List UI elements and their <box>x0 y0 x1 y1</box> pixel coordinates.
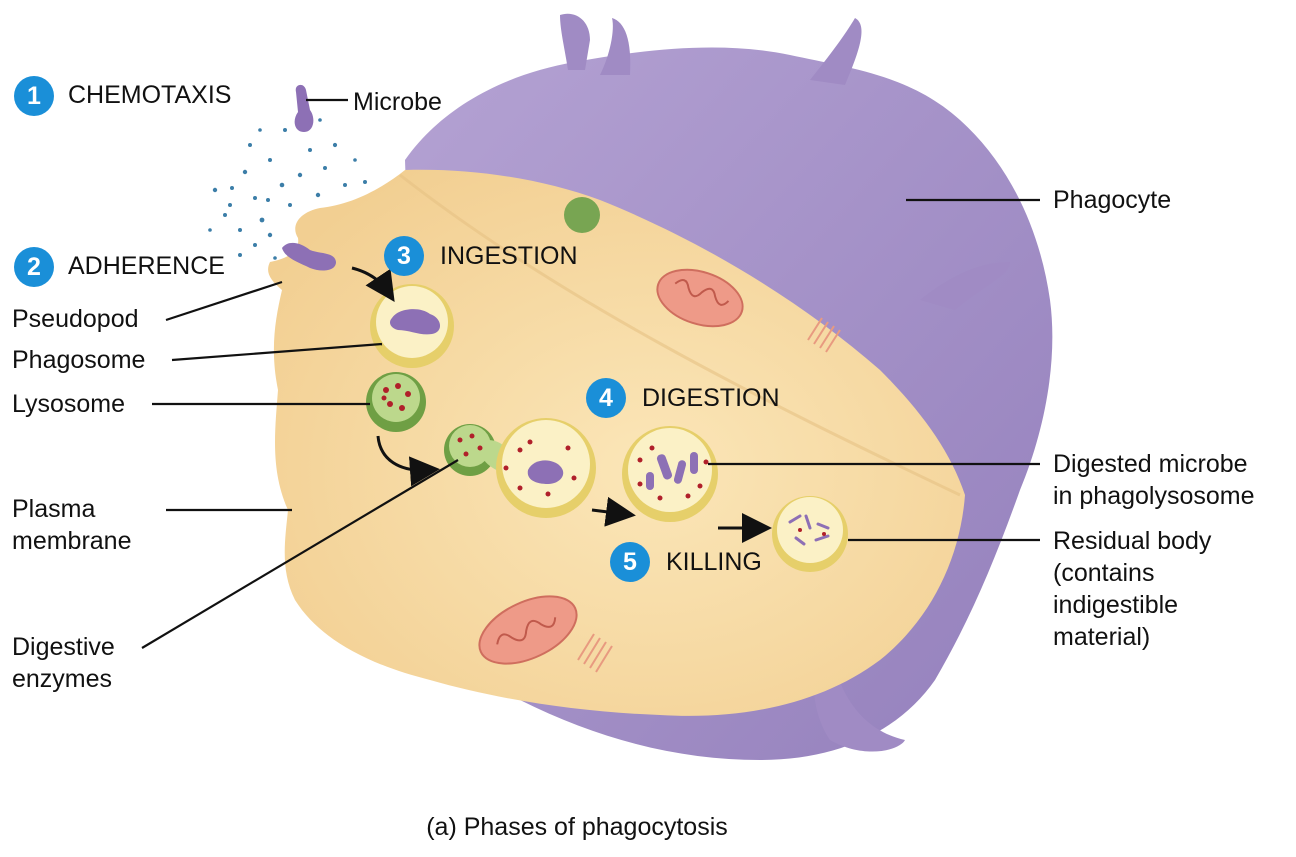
label-lysosome: Lysosome <box>12 390 126 418</box>
step-label-digestion: DIGESTION <box>642 384 780 412</box>
phagolysosome-digested <box>622 426 718 522</box>
label-residual-body-line2: (contains <box>1053 559 1155 587</box>
leader-lines <box>141 98 1040 649</box>
label-digested-microbe-line1: Digested microbe <box>1053 450 1248 478</box>
label-residual-body-line3: indigestible <box>1053 591 1179 619</box>
label-phagocyte: Phagocyte <box>1053 186 1172 214</box>
label-plasma-membrane-line2: membrane <box>12 527 132 555</box>
label-pseudopod: Pseudopod <box>12 305 139 333</box>
label-digestive-enzymes-line1: Digestive <box>12 633 115 661</box>
label-digestive-enzymes-line2: enzymes <box>12 665 113 693</box>
residual-body <box>772 496 848 572</box>
label-digested-microbe-line2: in phagolysosome <box>1053 482 1255 510</box>
microbe-shape <box>294 84 314 132</box>
label-residual-body-line1: Residual body <box>1053 527 1212 555</box>
step-badge-5: 5 <box>610 542 650 582</box>
phagosome <box>370 284 454 368</box>
mitochondrion-upper <box>656 268 744 328</box>
lysosome <box>366 372 426 432</box>
mitochondrion-lower <box>478 595 578 665</box>
figure-caption: (a) Phases of phagocytosis <box>426 813 728 841</box>
ribosome-stack-upper <box>807 317 841 353</box>
step-badge-2: 2 <box>14 247 54 287</box>
chemotactic-particles <box>208 118 367 260</box>
step-label-killing: KILLING <box>666 548 762 576</box>
step-label-adherence: ADHERENCE <box>68 252 225 280</box>
granule <box>564 197 600 233</box>
label-microbe: Microbe <box>353 88 442 116</box>
step-badge-4: 4 <box>586 378 626 418</box>
label-plasma-membrane-line1: Plasma <box>12 495 96 523</box>
process-arrows <box>351 266 772 543</box>
adhering-microbe <box>282 242 336 271</box>
label-residual-body-line4: material) <box>1053 623 1151 651</box>
forming-phagolysosome <box>444 418 596 518</box>
step-badge-3: 3 <box>384 236 424 276</box>
step-label-ingestion: INGESTION <box>440 242 578 270</box>
ribosome-stack-lower <box>577 633 613 673</box>
step-label-chemotaxis: CHEMOTAXIS <box>68 81 232 109</box>
step-badge-1: 1 <box>14 76 54 116</box>
label-phagosome: Phagosome <box>12 346 146 374</box>
